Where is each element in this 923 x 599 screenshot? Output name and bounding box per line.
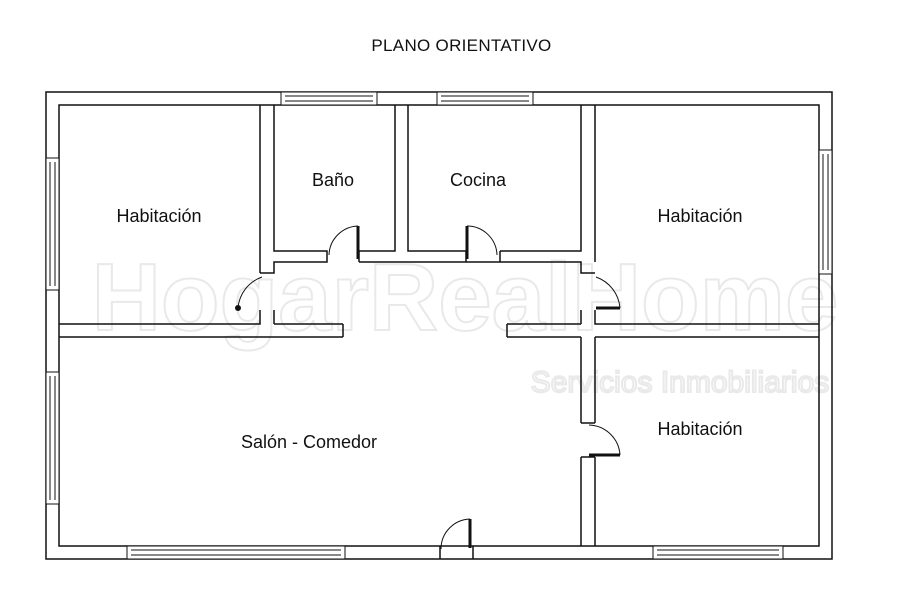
room-habitacion-ne: Habitación bbox=[657, 206, 742, 226]
room-labels: Habitación Baño Cocina Habitación Salón … bbox=[116, 170, 742, 452]
room-habitacion-nw: Habitación bbox=[116, 206, 201, 226]
watermark: HogarRealHome Servicios Inmobiliarios bbox=[91, 243, 840, 400]
room-cocina: Cocina bbox=[450, 170, 507, 190]
room-bano: Baño bbox=[312, 170, 354, 190]
watermark-brand: HogarRealHome bbox=[92, 244, 839, 351]
plan-title: PLANO ORIENTATIVO bbox=[371, 36, 552, 55]
doors bbox=[235, 225, 621, 550]
windows bbox=[45, 91, 833, 560]
room-habitacion-se: Habitación bbox=[657, 419, 742, 439]
watermark-tagline: Servicios Inmobiliarios bbox=[531, 366, 829, 399]
room-salon-comedor: Salón - Comedor bbox=[241, 432, 377, 452]
